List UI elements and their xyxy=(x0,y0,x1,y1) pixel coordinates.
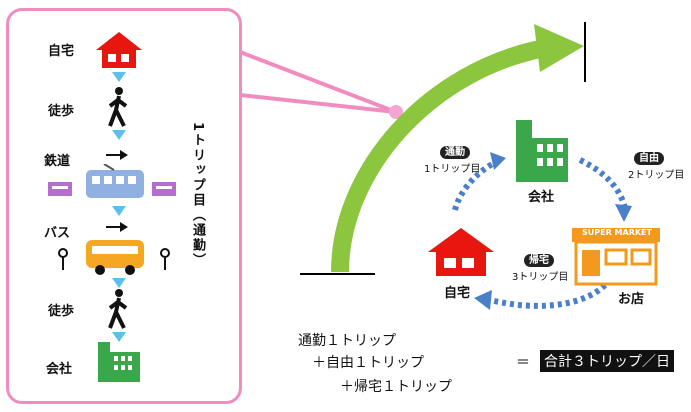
down-arrow-icon xyxy=(112,130,126,140)
trip2-label: 2トリップ目 xyxy=(628,170,685,181)
big-curved-arrow-body xyxy=(331,39,547,273)
bus-stop-icon xyxy=(160,248,170,270)
right-arrow-icon xyxy=(106,222,128,232)
bus-icon xyxy=(86,240,144,275)
route-walk1-label: 徒歩 xyxy=(48,104,75,119)
down-arrow-icon xyxy=(112,278,126,288)
trip-vertical-label: 1トリップ目（通勤） xyxy=(188,118,207,273)
train-icon xyxy=(86,164,144,198)
big-curved-arrow-head xyxy=(534,24,584,72)
walking-person-icon xyxy=(108,289,128,329)
right-arrow-icon xyxy=(106,150,128,160)
summary-line3: ＋帰宅１トリップ xyxy=(340,379,452,395)
route-office-label: 会社 xyxy=(46,362,73,377)
cycle-arrowhead-trip2 xyxy=(615,204,632,222)
bus-stop-icon xyxy=(58,248,68,270)
summary-line2: ＋自由１トリップ xyxy=(312,355,424,371)
summary-line1: 通勤１トリップ xyxy=(298,333,396,349)
office-building-icon xyxy=(516,120,568,182)
supermarket-sign: SUPER MARKET xyxy=(582,228,652,237)
trip3-label: 3トリップ目 xyxy=(512,272,569,283)
trip3-tag: 帰宅 xyxy=(524,254,554,267)
ticket-gate-icon xyxy=(48,182,72,196)
cycle-arrowhead-trip1 xyxy=(490,152,506,170)
down-arrow-icon xyxy=(112,332,126,342)
trip2-tag-wrap: 自由 xyxy=(634,146,664,166)
connector-dot xyxy=(389,105,403,119)
office-building-icon xyxy=(98,342,140,382)
route-rail-label: 鉄道 xyxy=(44,154,71,169)
supermarket-icon xyxy=(572,228,660,286)
trip1-tag: 通勤 xyxy=(440,146,470,159)
route-bus-label: バス xyxy=(44,226,71,241)
home-icon xyxy=(96,32,142,68)
cycle-home-label: 自宅 xyxy=(444,286,471,301)
cycle-arrow-trip1 xyxy=(452,157,502,211)
cycle-arrow-trip2 xyxy=(578,157,628,209)
cycle-arrow-trip3 xyxy=(489,282,608,309)
cycle-shop-label: お店 xyxy=(618,292,645,307)
callout-connector xyxy=(238,50,398,114)
summary-total: 合計３トリップ／日 xyxy=(540,350,674,372)
down-arrow-icon xyxy=(112,72,126,82)
cycle-office-label: 会社 xyxy=(528,190,555,205)
home-icon xyxy=(428,228,494,276)
route-walk2-label: 徒歩 xyxy=(48,304,75,319)
summary-equals: ＝ xyxy=(516,355,530,371)
walking-person-icon xyxy=(108,87,128,127)
trip2-tag: 自由 xyxy=(634,152,664,165)
trip3-tag-wrap: 帰宅 xyxy=(524,248,554,268)
trip1-tag-wrap: 通勤 xyxy=(440,140,470,160)
route-home-label: 自宅 xyxy=(48,44,75,59)
trip1-label: 1トリップ目 xyxy=(424,164,481,175)
ticket-gate-icon xyxy=(152,182,176,196)
down-arrow-icon xyxy=(112,206,126,216)
cycle-arrowhead-trip3 xyxy=(474,290,492,310)
